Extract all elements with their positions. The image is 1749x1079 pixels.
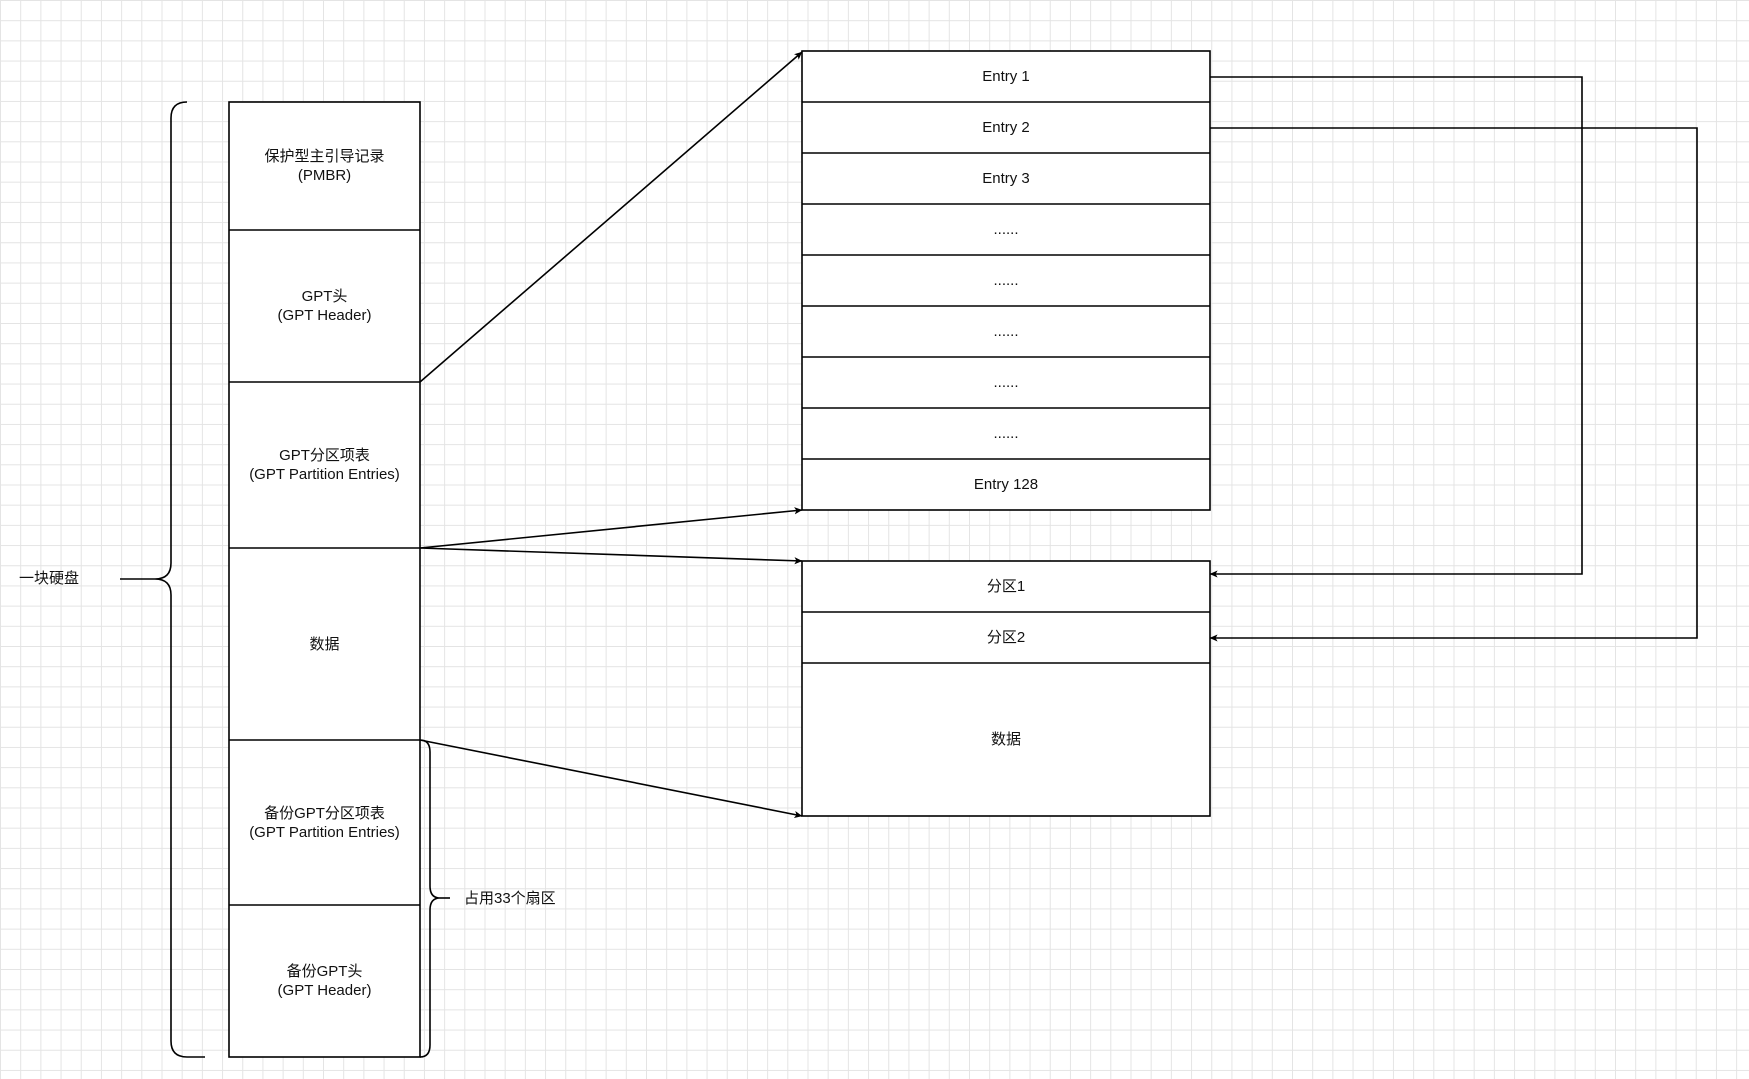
gpt-entries-block: GPT分区项表 (GPT Partition Entries)	[229, 382, 420, 548]
gpt-header-block: GPT头 (GPT Header)	[229, 230, 420, 382]
backup-entries-block: 备份GPT分区项表 (GPT Partition Entries)	[229, 740, 420, 905]
gpt-header-block-subtitle: (GPT Header)	[277, 307, 372, 324]
arrow-header-to-entries-top	[419, 51, 803, 383]
data-region-row-label: 数据	[990, 731, 1021, 748]
entry-row: ......	[802, 357, 1210, 408]
partition-row: 分区1	[802, 561, 1210, 612]
entry-row: Entry 2	[802, 102, 1210, 153]
entry-row-label: Entry 3	[982, 170, 1030, 187]
pmbr-block: 保护型主引导记录 (PMBR)	[229, 102, 420, 230]
entry-row: ......	[802, 255, 1210, 306]
entries-table	[801, 50, 1211, 511]
backup-header-block-title: 备份GPT头	[286, 963, 363, 980]
backup-entries-block-title: 备份GPT分区项表	[264, 804, 385, 822]
disk-label: 一块硬盘	[19, 570, 80, 587]
data-region-row: 数据	[802, 663, 1210, 816]
arrow-backup-to-region-bottom	[419, 739, 803, 819]
entry-row: ......	[802, 306, 1210, 357]
pmbr-block-title: 保护型主引导记录	[264, 148, 385, 165]
entry-row-label: Entry 1	[982, 68, 1030, 85]
data-block: 数据	[229, 548, 420, 740]
partition-row: 分区2	[802, 612, 1210, 663]
disk-brace	[154, 101, 205, 1058]
data-region-border	[801, 560, 1211, 817]
entry-row: ......	[802, 204, 1210, 255]
entry-row-label: ......	[993, 272, 1019, 289]
entry-row: ......	[802, 408, 1210, 459]
data-block-title: 数据	[309, 635, 340, 653]
arrow-data-to-region-top	[419, 547, 803, 565]
data-region-table	[801, 560, 1211, 817]
entry-row-label: ......	[993, 374, 1019, 391]
entry2-to-partition2-connector	[1209, 127, 1698, 642]
entry-row: Entry 128	[802, 459, 1210, 510]
backup-header-block: 备份GPT头 (GPT Header)	[229, 905, 420, 1057]
arrow-entries-to-entries-bottom	[419, 507, 803, 549]
entry-row-label: ......	[993, 425, 1019, 442]
entry-row-label: Entry 2	[982, 119, 1030, 136]
disk-column-border	[228, 101, 421, 1058]
backup-header-block-subtitle: (GPT Header)	[277, 982, 372, 999]
partition-row-label: 分区2	[986, 629, 1026, 646]
partition-row-label: 分区1	[986, 578, 1026, 595]
pmbr-block-subtitle: (PMBR)	[297, 167, 352, 184]
gpt-entries-block-title: GPT分区项表	[279, 447, 370, 464]
entry-row: Entry 1	[802, 51, 1210, 102]
gpt-entries-block-subtitle: (GPT Partition Entries)	[249, 466, 400, 483]
disk-column	[228, 101, 421, 1058]
sectors-brace	[419, 739, 441, 1058]
entry1-to-partition1-connector	[1209, 76, 1583, 578]
entry-row-label: Entry 128	[973, 476, 1039, 493]
sectors-label: 占用33个扇区	[464, 890, 556, 907]
entries-table-border	[801, 50, 1211, 511]
entry-row-label: ......	[993, 323, 1019, 340]
backup-entries-block-subtitle: (GPT Partition Entries)	[249, 823, 400, 841]
entry-row-label: ......	[993, 221, 1019, 238]
entry-row: Entry 3	[802, 153, 1210, 204]
gpt-header-block-title: GPT头	[301, 288, 348, 305]
